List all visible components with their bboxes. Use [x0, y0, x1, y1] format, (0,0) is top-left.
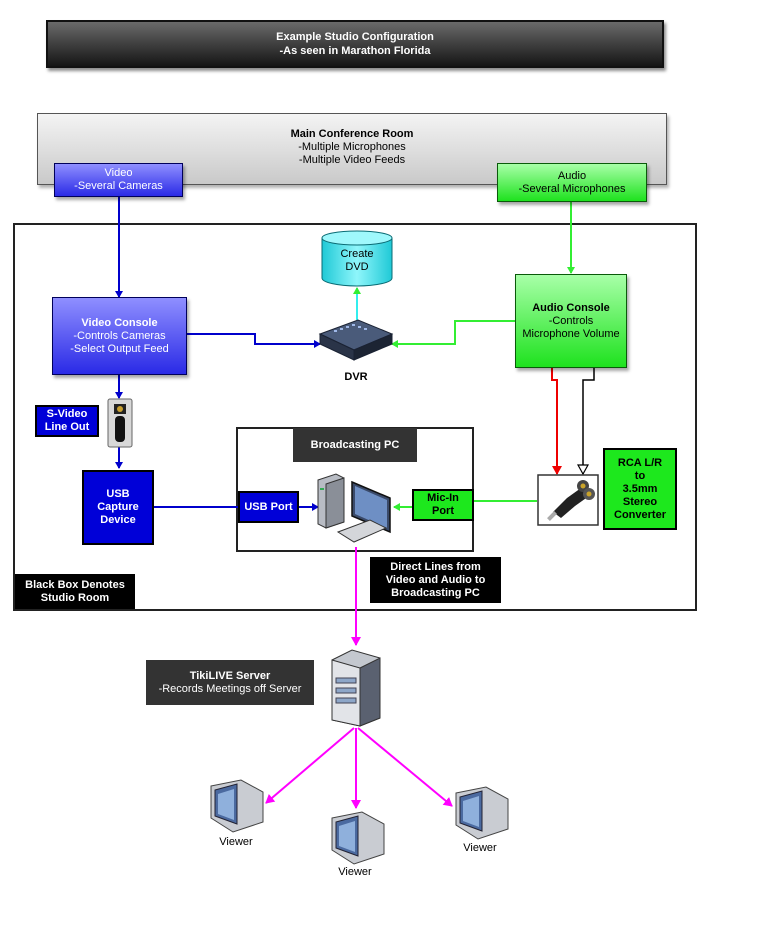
dvd-label: Create DVD — [320, 246, 394, 276]
mic-in-line-2: Port — [432, 505, 454, 517]
rca-line-1: RCA L/R — [617, 456, 663, 469]
svideo-line-1: S-Video — [46, 408, 88, 420]
viewer-label-1: Viewer — [219, 836, 253, 848]
black-box-line-2: Studio Room — [40, 591, 110, 604]
line-audio-black — [583, 368, 595, 474]
video-source-box: Video -Several Cameras — [54, 163, 183, 197]
server-icon — [331, 649, 381, 727]
audio-console-line-2: Microphone Volume — [522, 327, 620, 340]
svideo-label: S-Video Line Out — [35, 405, 99, 437]
viewer-label-3: Viewer — [463, 842, 497, 854]
video-console-title: Video Console — [81, 316, 158, 329]
computer-icon — [317, 473, 391, 543]
video-source-line-1: Video — [104, 167, 133, 179]
line-audio-to-dvr — [391, 320, 515, 348]
video-console-line-1: -Controls Cameras — [73, 329, 166, 342]
dvr-device-icon — [318, 319, 394, 361]
mic-in-line-1: Mic-In — [427, 492, 459, 504]
audio-console-title: Audio Console — [532, 301, 610, 314]
dvd-cylinder-icon — [321, 230, 393, 287]
broadcasting-pc-text: Broadcasting PC — [310, 438, 400, 451]
rca-line-5: Converter — [614, 508, 666, 521]
direct-lines-line-2: Video and Audio to — [385, 573, 486, 586]
line-console-to-dvr — [187, 333, 321, 348]
diagram-title: Example Studio Configuration -As seen in… — [46, 20, 664, 68]
line-server-to-viewer-3 — [357, 727, 453, 807]
dvr-label: DVR — [344, 371, 368, 383]
room-line-1: -Multiple Microphones — [298, 141, 406, 153]
viewer-monitor-icon-3 — [455, 786, 509, 840]
direct-lines-line-1: Direct Lines from — [390, 560, 481, 573]
audio-source-line-2: -Several Microphones — [518, 182, 626, 195]
rca-line-4: Stereo — [622, 495, 658, 508]
rca-line-3: 3.5mm — [622, 482, 658, 495]
room-title: Main Conference Room — [290, 128, 414, 140]
rca-converter-icon — [537, 474, 599, 526]
usb-capture-line-3: Device — [100, 514, 136, 526]
room-line-2: -Multiple Video Feeds — [298, 154, 406, 166]
audio-console-line-1: -Controls — [548, 314, 594, 327]
title-line-2: -As seen in Marathon Florida — [279, 45, 431, 57]
usb-port-label: USB Port — [238, 491, 299, 523]
title-line-1: Example Studio Configuration — [276, 31, 434, 43]
broadcasting-pc-label: Broadcasting PC — [293, 428, 417, 462]
svideo-connector-icon — [107, 398, 133, 448]
rca-line-2: to — [634, 469, 646, 482]
audio-source-box: Audio -Several Microphones — [497, 163, 647, 202]
server-title: TikiLIVE Server — [189, 669, 271, 682]
black-box-line-1: Black Box Denotes — [25, 578, 125, 591]
line-audio-red — [551, 368, 562, 475]
usb-capture-line-2: Capture — [97, 501, 139, 513]
viewer-label-2: Viewer — [338, 866, 372, 878]
direct-lines-line-3: Broadcasting PC — [391, 586, 480, 599]
svideo-line-2: Line Out — [44, 421, 90, 433]
usb-capture-device: USB Capture Device — [82, 470, 154, 545]
rca-converter-label: RCA L/R to 3.5mm Stereo Converter — [603, 448, 677, 530]
dvd-line-2: DVD — [345, 261, 369, 273]
video-console-box: Video Console -Controls Cameras -Select … — [52, 297, 187, 375]
video-console-line-2: -Select Output Feed — [70, 342, 169, 355]
black-box-note: Black Box Denotes Studio Room — [15, 574, 135, 609]
server-label: TikiLIVE Server -Records Meetings off Se… — [146, 660, 314, 705]
viewer-monitor-icon-2 — [331, 811, 385, 865]
line-server-to-viewer-1 — [265, 727, 355, 804]
dvd-line-1: Create — [340, 248, 374, 260]
usb-port-text: USB Port — [244, 500, 293, 513]
mic-in-port: Mic-In Port — [412, 489, 474, 521]
viewer-monitor-icon-1 — [210, 779, 264, 833]
video-source-line-2: -Several Cameras — [74, 180, 163, 192]
audio-console-box: Audio Console -Controls Microphone Volum… — [515, 274, 627, 368]
audio-source-line-1: Audio — [557, 169, 587, 182]
direct-lines-note: Direct Lines from Video and Audio to Bro… — [370, 557, 501, 603]
usb-capture-line-1: USB — [106, 488, 130, 500]
server-line-1: -Records Meetings off Server — [158, 682, 302, 695]
